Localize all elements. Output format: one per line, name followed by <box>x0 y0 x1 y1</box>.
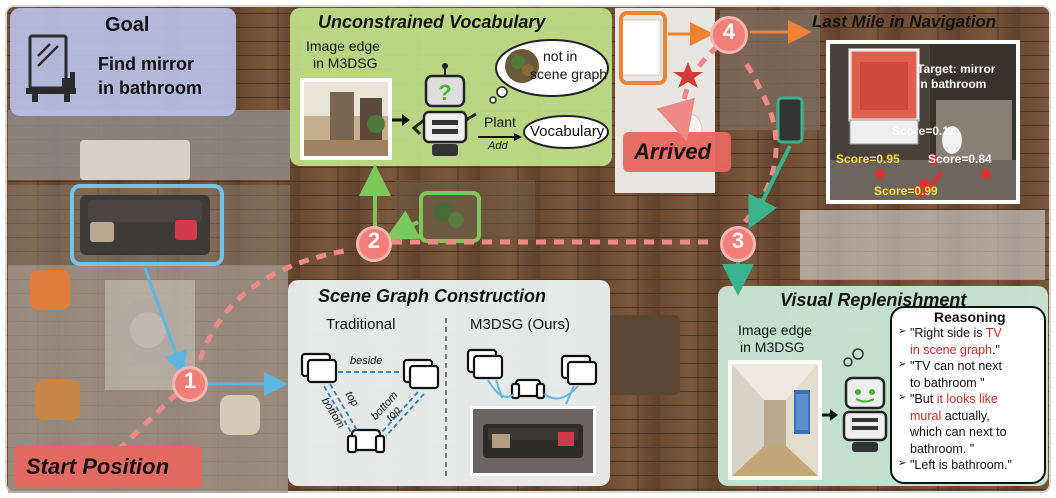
reasoning-highlight-text: it looks like <box>936 392 998 406</box>
goal-instruction-line2: in bathroom <box>98 78 202 98</box>
goal-instruction-line1: Find mirror <box>98 54 195 74</box>
ours-label: M3DSG (Ours) <box>470 316 571 333</box>
score-label: Score=0.99 <box>874 184 938 198</box>
reasoning-highlight-text: TV <box>985 326 1002 340</box>
reasoning-line: ➢"Right side is TV <box>898 326 1040 343</box>
reasoning-title: Reasoning <box>934 309 1006 325</box>
reasoning-text: ." <box>992 342 1000 357</box>
room-photo <box>300 78 392 160</box>
vocabulary-target-label: Vocabulary <box>530 123 605 140</box>
goal-panel <box>10 8 236 116</box>
reasoning-line: which can next to <box>898 425 1040 442</box>
vocabulary-image-edge-line1: Image edge <box>306 38 380 54</box>
vocabulary-image-edge-line2: in M3DSG <box>313 55 378 71</box>
robot-thinking-icon: ? <box>412 63 477 156</box>
bubble-line1: not in <box>543 48 578 64</box>
traditional-label: Traditional <box>326 316 396 333</box>
vocabulary-title: Unconstrained Vocabulary <box>318 12 546 32</box>
reasoning-text: "Left is bathroom." <box>910 458 1012 472</box>
reasoning-line: ➢"TV can not next <box>898 359 1040 376</box>
bullet-arrow-icon: ➢ <box>898 392 907 403</box>
bubble-line2: scene graph <box>530 66 608 82</box>
score-label: Score=0.95 <box>836 152 900 166</box>
hallway-photo <box>728 360 822 480</box>
visual-image-edge-line1: Image edge <box>738 322 812 338</box>
start-position-label: Start Position <box>26 454 170 479</box>
target-highlight-box <box>619 11 667 85</box>
node-circle <box>710 16 748 54</box>
object-label: Plant <box>484 114 516 130</box>
reasoning-text: to bathroom " <box>910 375 985 390</box>
goal-title: Goal <box>105 14 150 36</box>
reasoning-line: to bathroom " <box>898 376 1040 393</box>
reasoning-text: bathroom. " <box>910 441 975 456</box>
svg-text:?: ? <box>438 80 451 105</box>
reasoning-box <box>890 306 1046 484</box>
node-label: 4 <box>722 19 736 44</box>
reasoning-highlight-text: in scene graph <box>910 342 993 357</box>
mirror-icon <box>26 34 76 102</box>
bullet-arrow-icon: ➢ <box>898 458 907 469</box>
arrived-label: Arrived <box>634 139 712 164</box>
reasoning-line: mural actually, <box>898 409 1040 426</box>
tv-highlight-box <box>776 96 804 144</box>
relation-label: beside <box>350 355 383 367</box>
vocabulary-bubble <box>523 115 609 149</box>
reasoning-line: ➢"But it looks like <box>898 392 1040 409</box>
node-label: 3 <box>731 228 745 253</box>
reasoning-text: actually, <box>941 408 990 423</box>
reasoning-highlight-text: mural <box>910 408 942 423</box>
score-label: Score=0.84 <box>928 152 992 166</box>
node-circle <box>720 226 756 262</box>
start-position-badge <box>14 446 202 488</box>
reasoning-line: bathroom. " <box>898 442 1040 459</box>
action-label: Add <box>488 140 508 152</box>
robot-reasoning-icon <box>842 348 888 452</box>
add-arrow <box>478 133 522 141</box>
reasoning-line: ➢"Left is bathroom." <box>898 458 1040 475</box>
arrow-to-robot-icon <box>822 409 838 421</box>
reasoning-line: in scene graph." <box>898 343 1040 360</box>
last-mile-title: Last Mile in Navigation <box>812 12 997 31</box>
score-label: Score=0.11 <box>892 124 956 138</box>
node-circle <box>356 226 392 262</box>
bullet-arrow-icon: ➢ <box>898 359 907 370</box>
node-label: 2 <box>367 228 381 253</box>
arrow-to-robot-icon <box>392 114 410 126</box>
bathroom-photo <box>826 40 1020 204</box>
visual-image-edge-line2: in M3DSG <box>740 339 805 355</box>
reasoning-text: "TV can not next <box>910 359 1002 373</box>
reasoning-text: "But <box>910 392 937 406</box>
reasoning-text: which can next to <box>910 425 1007 439</box>
last-mile-target-line1: Target: mirror <box>917 62 996 76</box>
reasoning-text: "Right side is <box>910 326 986 340</box>
scene-graph-title: Scene Graph Construction <box>318 286 547 306</box>
thought-bubble <box>489 39 609 104</box>
scene-graph-diagram <box>300 318 598 478</box>
node-label: 1 <box>183 368 197 393</box>
node-circle <box>172 366 208 402</box>
last-mile-target-line2: in bathroom <box>917 77 987 91</box>
visual-replenishment-title: Visual Replenishment <box>780 290 967 310</box>
bullet-arrow-icon: ➢ <box>898 326 907 337</box>
